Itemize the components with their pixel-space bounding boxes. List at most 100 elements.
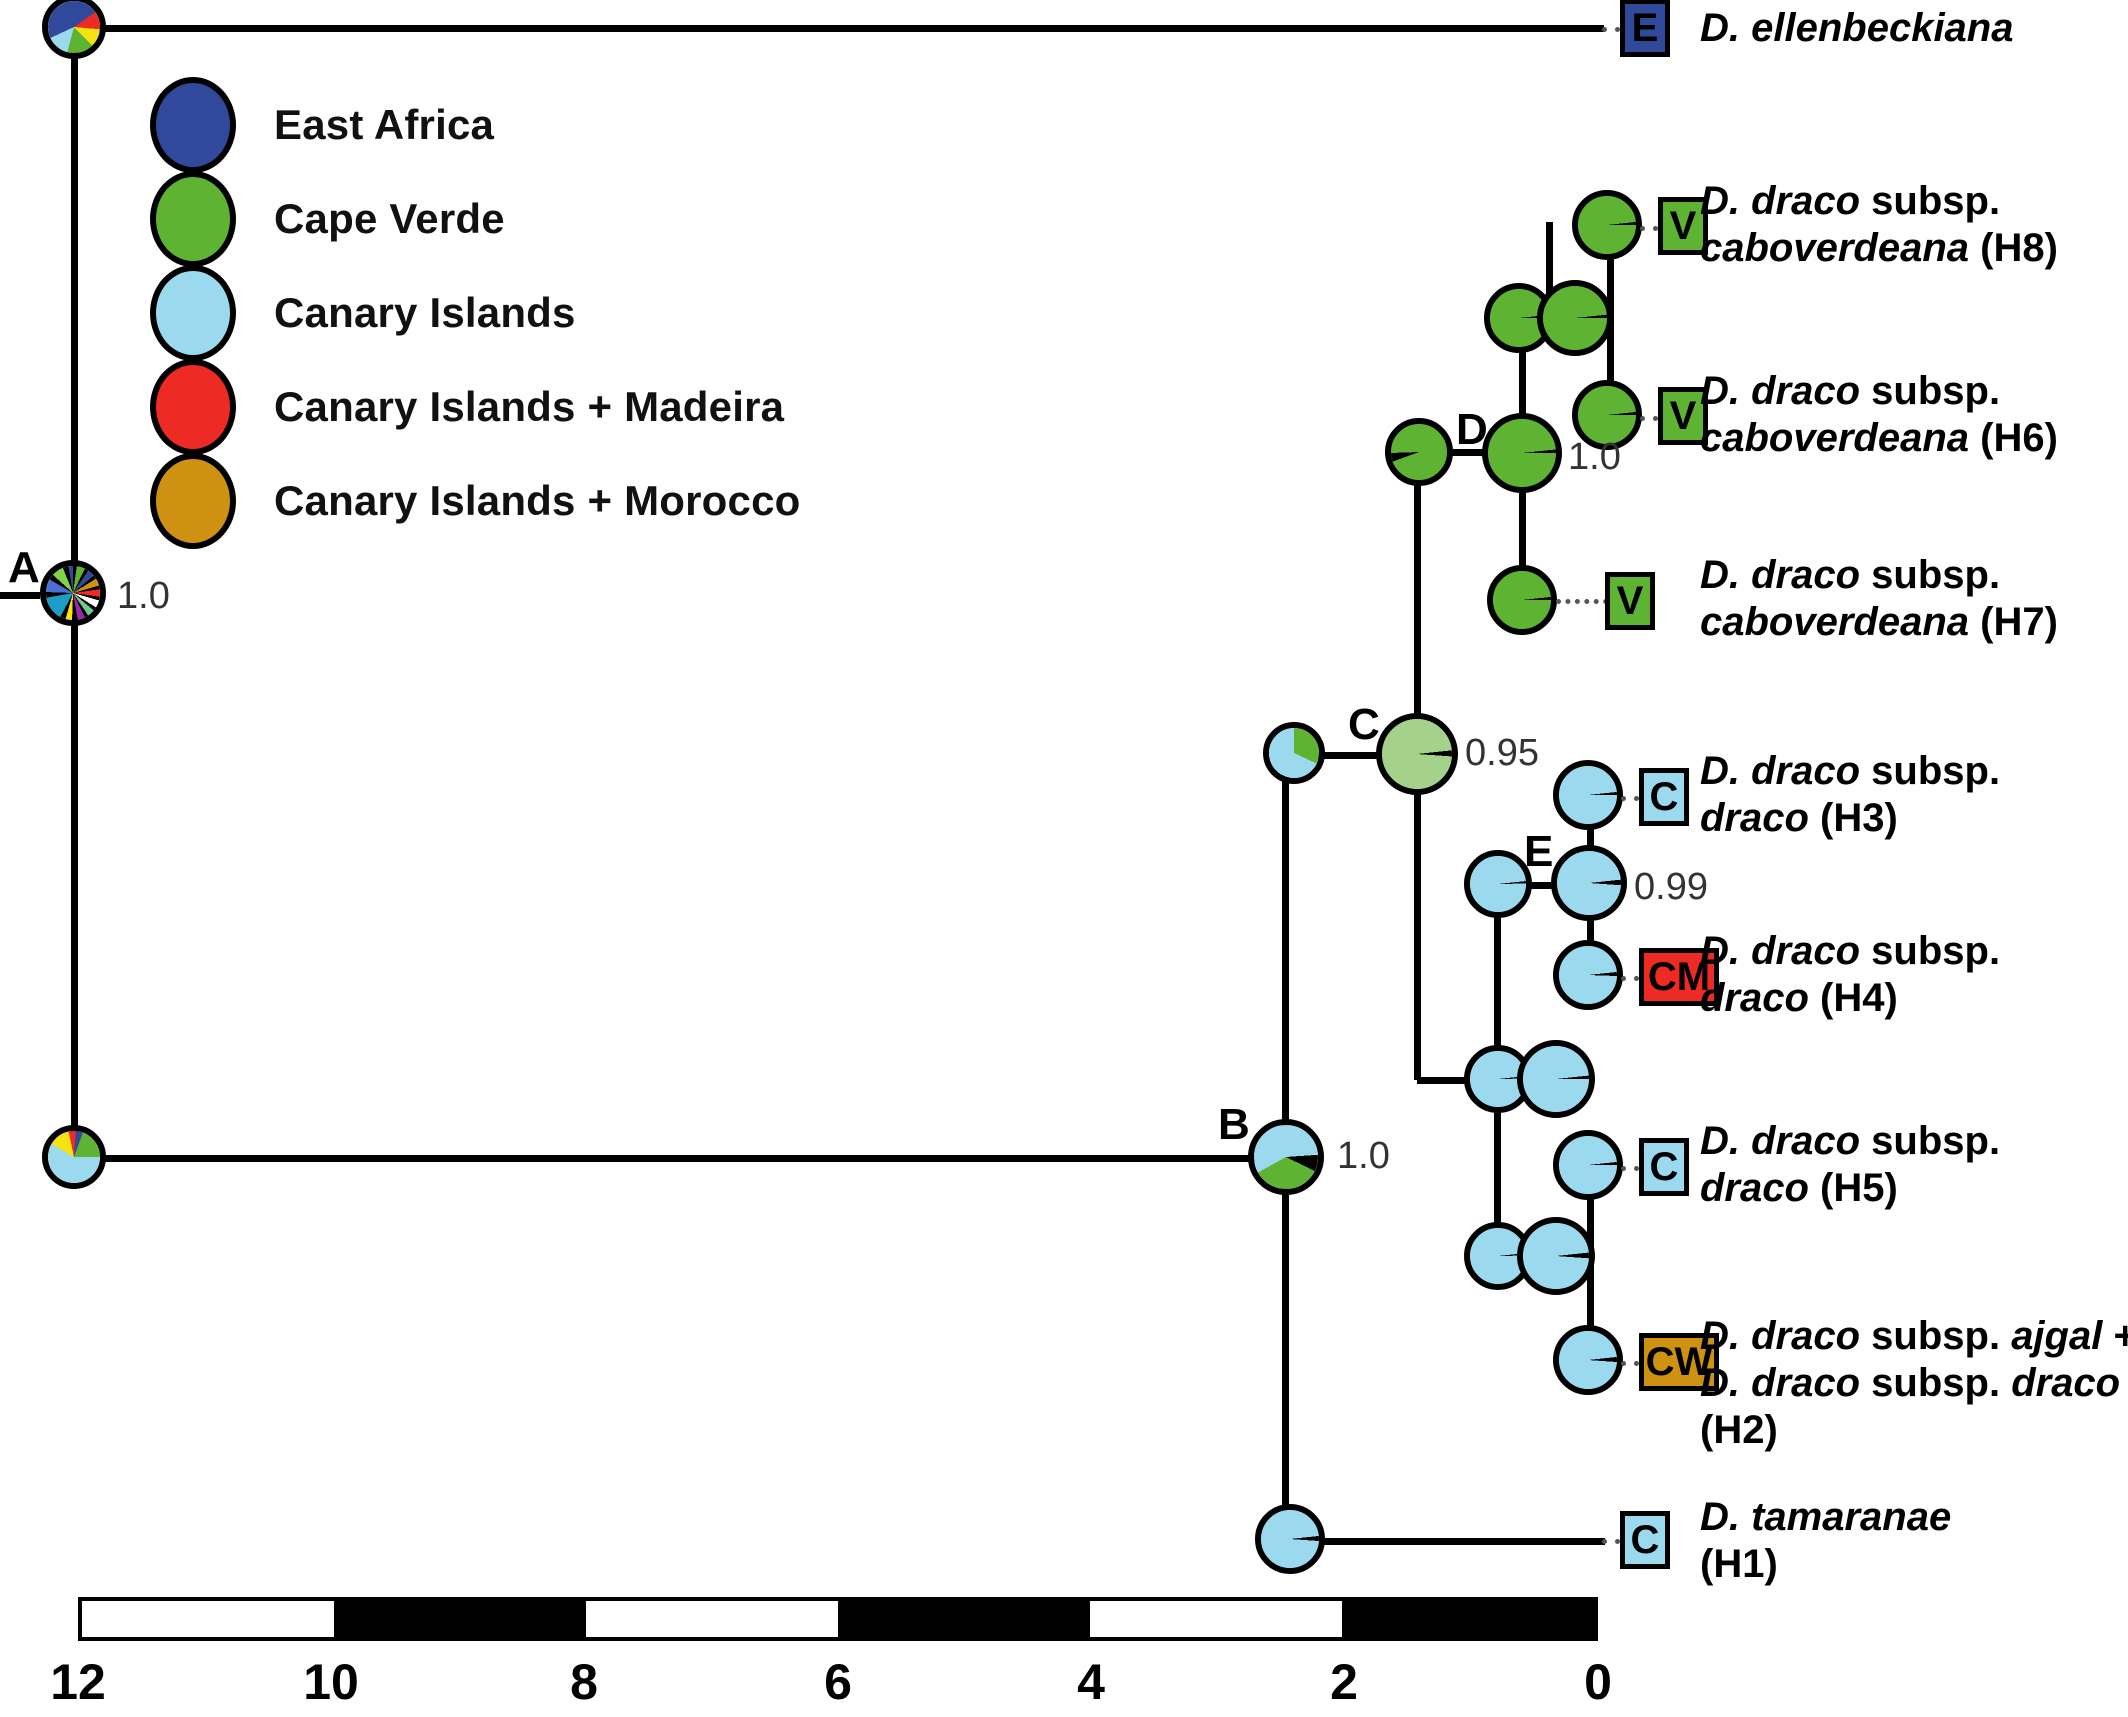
node-h3-tip-pie [1553,760,1623,830]
pie-slices-canary-mid-right [1523,1046,1589,1112]
legend-item-canary-morocco: Canary Islands + Morocco [150,453,801,549]
node-label-e: E [1524,827,1554,876]
tip-marker-h5: C [1639,1138,1689,1196]
node-c-pie [1376,713,1458,795]
branch-h3-stub [1587,797,1594,887]
tip-marker-h3: C [1639,768,1689,826]
pie-slices-h6 [1578,386,1636,444]
node-h5-tip-pie [1553,1130,1623,1200]
tip-marker-label-h6: V [1669,394,1697,438]
pie-slices-node-a [46,566,100,620]
legend-item-canary-madeira: Canary Islands + Madeira [150,359,800,455]
axis-segment-12-10 [82,1601,334,1637]
support-value-c: 0.95 [1465,732,1539,774]
legend-swatch-cape-verde [150,171,236,267]
pie-slices-root [48,1,100,53]
axis-segment-2-0 [1342,1601,1594,1637]
pie-slices-cv-stem [1391,424,1447,480]
axis-tick-12: 12 [50,1654,106,1710]
taxon-label-h1: D. tamaranae(H1) [1700,1495,1952,1586]
legend-item-canary-islands: Canary Islands [150,265,800,361]
pie-slices-canary-mid-left [1470,1051,1526,1107]
node-e-pie [1551,845,1627,921]
legend-label-cape-verde: Cape Verde [274,195,505,242]
pie-slices-lower-spine [48,1131,100,1183]
tip-marker-h2: CW [1639,1333,1719,1391]
pie-slices-canary-low-right [1523,1223,1589,1289]
pie-slices-canary-low-left [1470,1228,1526,1284]
axis-segment-10-8 [334,1601,586,1637]
legend: East Africa Cape Verde Canary Islands Ca… [150,77,801,549]
dash-h3 [1621,796,1639,801]
node-h2-tip-pie [1553,1325,1623,1395]
tip-marker-h7: V [1605,572,1655,630]
branch-c-vertical [1414,755,1421,1080]
legend-label-canary-madeira: Canary Islands + Madeira [274,383,785,430]
pie-slices-h1 [1261,1510,1319,1568]
axis-tick-10: 10 [303,1654,359,1710]
dash-h4 [1621,976,1639,981]
node-label-c: C [1348,700,1380,749]
axis-segment-8-6 [586,1601,838,1637]
dash-h2 [1621,1361,1639,1366]
node-c-sister-pie [1263,722,1325,784]
branch-c-up-capeverde [1414,452,1421,755]
tip-marker-label-h5: C [1649,1145,1679,1189]
support-value-d: 1.0 [1568,436,1621,478]
axis-tick-2: 2 [1330,1654,1358,1710]
node-canary-low-right-pie [1517,1217,1595,1295]
branch-canary-split-vertical [1494,885,1501,1080]
tip-marker-label-h3: C [1649,775,1679,819]
pie-slices-c-sister [1269,728,1319,778]
node-canary-mid-right-pie [1517,1040,1595,1118]
pie-slices-node-d [1488,419,1556,487]
tip-marker-label-h2: CW [1645,1340,1713,1384]
tip-marker-h1: C [1620,1511,1670,1569]
branch-capeverde-inner-vertical [1546,222,1553,322]
legend-swatch-canary-morocco [150,453,236,549]
legend-label-canary-morocco: Canary Islands + Morocco [274,477,801,524]
tip-marker-h4: CM [1639,948,1719,1006]
pie-slices-h4 [1559,946,1617,1004]
tip-marker-label-ellenbeckiana: E [1631,6,1659,50]
legend-swatch-canary-islands [150,265,236,361]
pie-slices-node-b [1254,1125,1318,1189]
legend-item-cape-verde: Cape Verde [150,171,800,267]
branch-h4-stub [1587,885,1594,975]
node-label-b: B [1218,1100,1250,1149]
dash-h8 [1640,226,1658,231]
tip-marker-ellenbeckiana: E [1620,0,1670,57]
branch-stub-node-a [0,592,40,599]
node-d-pie [1482,413,1562,493]
node-b-pie [1248,1119,1324,1195]
dash-h5 [1621,1166,1639,1171]
tip-marker-label-h1: C [1630,1518,1660,1562]
tip-marker-label-h8: V [1669,204,1697,248]
dash-h1 [1602,1539,1620,1544]
taxon-label-ellenbeckiana: D. ellenbeckiana [1700,6,2014,50]
legend-swatch-canary-madeira [150,359,236,455]
legend-swatch-east-africa [150,77,236,173]
pie-slices-h3 [1559,766,1617,824]
axis-title-myr: Myr [676,1710,765,1717]
pie-slices-cv-right [1543,286,1607,350]
legend-label-canary-islands: Canary Islands [274,289,576,336]
pie-slices-h7 [1493,571,1551,629]
node-h4-tip-pie [1553,940,1623,1010]
axis-tick-8: 8 [570,1654,598,1710]
branch-to-tamaranae [1285,1538,1605,1545]
dash-ellenbeckiana [1602,27,1620,32]
branch-to-node-b [100,1155,1282,1162]
axis-segment-6-4 [838,1601,1090,1637]
node-capeverde-stem-pie [1385,418,1453,486]
axis-tick-4: 4 [1077,1654,1105,1710]
taxon-label-h4: D. draco subsp.draco (H4) [1700,929,2001,1020]
dash-h7 [1556,599,1646,604]
legend-label-east-africa: East Africa [274,101,495,148]
node-root-pie [42,0,106,59]
pie-slices-h5 [1559,1136,1617,1194]
taxon-label-h6: D. draco subsp.caboverdeana (H6) [1700,369,2058,460]
pie-slices-e-sister [1470,856,1526,912]
node-label-d: D [1456,405,1488,454]
